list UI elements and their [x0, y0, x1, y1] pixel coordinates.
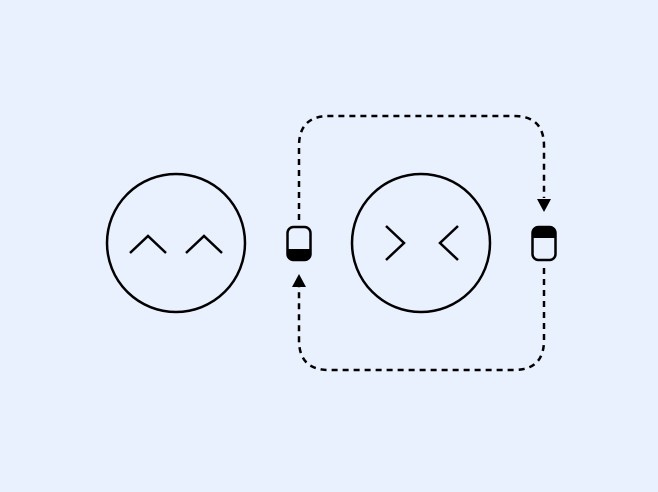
down-arrowhead-icon	[537, 199, 551, 212]
happy-face-outline	[105, 172, 247, 314]
indicator-top-outline	[531, 225, 557, 262]
up-arrowhead-icon	[292, 274, 306, 287]
indicator-bottom-filled	[286, 225, 312, 262]
indicator-bottom-fill	[287, 249, 311, 260]
squint-right-eye-icon	[438, 225, 459, 261]
happy-face	[105, 172, 247, 314]
top-connector-line	[297, 114, 546, 220]
squint-face-outline	[350, 172, 492, 314]
happy-right-eye-icon	[185, 234, 223, 254]
indicator-top-filled	[531, 225, 557, 262]
squint-left-eye-icon	[385, 225, 406, 261]
indicator-top-fill	[532, 227, 556, 238]
bottom-connector	[292, 268, 546, 372]
bottom-connector-line	[297, 268, 546, 372]
happy-left-eye-icon	[129, 234, 167, 254]
indicator-bottom-outline	[286, 225, 312, 262]
squint-face	[350, 172, 492, 314]
top-connector	[297, 114, 551, 220]
